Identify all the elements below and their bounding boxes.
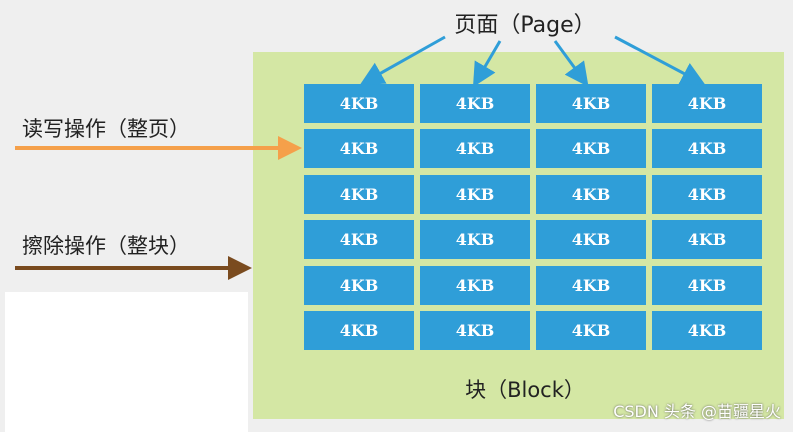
page-arrows: [359, 35, 706, 88]
page-cell: 4KB: [536, 220, 646, 260]
page-arrow-3: [553, 40, 589, 87]
page-label: 页面（Page）: [454, 13, 596, 38]
read-write-label: 读写操作（整页）: [22, 117, 190, 141]
page-cell: 4KB: [652, 310, 762, 350]
page-cell: 4KB: [304, 265, 414, 305]
read-write-arrow: [15, 136, 302, 160]
watermark: CSDN 头条 @苗疆星火: [613, 402, 781, 421]
white-blank-area: [5, 292, 248, 432]
page-cell: 4KB: [420, 220, 530, 260]
page-cell: 4KB: [536, 84, 646, 123]
page-cell: 4KB: [304, 129, 414, 169]
page-cell: 4KB: [536, 310, 646, 350]
page-arrow-1: [359, 35, 446, 85]
page-cell: 4KB: [652, 84, 762, 123]
page-cell: 4KB: [652, 265, 762, 305]
page-cell: 4KB: [304, 84, 414, 123]
erase-label: 擦除操作（整块）: [22, 234, 190, 258]
page-arrow-4: [614, 35, 706, 85]
page-cell: 4KB: [304, 310, 414, 350]
block-label: 块（Block）: [465, 378, 585, 402]
page-cell: 4KB: [304, 174, 414, 214]
page-cell: 4KB: [536, 174, 646, 214]
page-cell: 4KB: [420, 174, 530, 214]
page-cell: 4KB: [652, 174, 762, 214]
page-cell: 4KB: [304, 220, 414, 260]
page-cell: 4KB: [536, 129, 646, 169]
page-cell: 4KB: [420, 265, 530, 305]
page-cell: 4KB: [652, 220, 762, 260]
page-cell: 4KB: [420, 310, 530, 350]
page-arrow-2: [472, 40, 502, 88]
page-cell: 4KB: [420, 84, 530, 123]
page-cell: 4KB: [652, 129, 762, 169]
page-cell: 4KB: [420, 129, 530, 169]
erase-arrow: [15, 256, 252, 280]
page-cell: 4KB: [536, 265, 646, 305]
